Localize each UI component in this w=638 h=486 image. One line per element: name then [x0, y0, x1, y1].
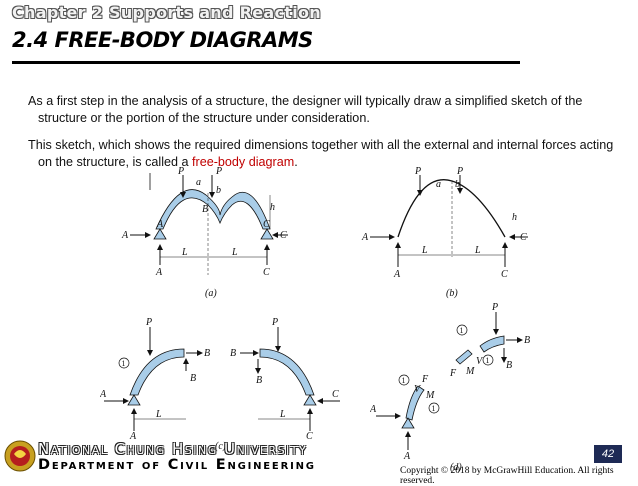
label-d-F2: F: [421, 374, 429, 385]
label-d-by: B: [506, 360, 512, 371]
chapter-heading: Chapter 2 Supports and Reaction: [12, 3, 321, 22]
label-A: A: [156, 219, 164, 230]
label-c-circ1: 1: [122, 359, 126, 368]
paragraph-1: As a first step in the analysis of a str…: [28, 94, 583, 125]
label-d-V: V: [476, 356, 484, 367]
label-d-bx: B: [524, 335, 530, 346]
label-L1: L: [181, 247, 188, 258]
label-c-p1: P: [145, 317, 152, 328]
label-c-by: B: [190, 373, 196, 384]
caption-b: (b): [446, 288, 458, 299]
label-b: b: [216, 185, 221, 196]
label-L2: L: [231, 247, 238, 258]
label-B: B: [202, 204, 208, 215]
label-b-h: h: [512, 212, 517, 223]
label-b-L1: L: [421, 245, 428, 256]
label-b-L2: L: [474, 245, 481, 256]
department-name: Department of Civil Engineering: [38, 457, 316, 473]
university-name: National Chung Hsing University: [38, 440, 308, 458]
label-c-p2: P: [271, 317, 278, 328]
label-b-cy: C: [501, 269, 508, 280]
figure-c: P P B B B B A C A C 1 L L: [100, 317, 340, 440]
label-c-L2: L: [279, 409, 286, 420]
label-c-cy: C: [306, 431, 313, 440]
figure-a: P P a b h B A C A C A C L L (a): [121, 166, 288, 299]
label-d-M2: M: [425, 390, 435, 401]
paragraph-2-end: .: [294, 155, 298, 169]
label-d-ax: A: [370, 404, 377, 415]
free-body-diagram-term: free-body diagram: [192, 155, 295, 169]
label-d-F: F: [449, 368, 457, 379]
label-b-cx: C: [520, 232, 527, 243]
label-c-by2: B: [256, 375, 262, 386]
label-c-bx2: B: [230, 348, 236, 359]
copyright-notice: Copyright © 2018 by McGrawHill Education…: [400, 466, 614, 486]
label-c-ax: A: [100, 389, 107, 400]
university-logo: [4, 440, 36, 472]
label-d-M: M: [465, 366, 475, 377]
caption-a: (a): [205, 288, 217, 299]
label-b-ax: A: [361, 232, 369, 243]
label-d-circ2: 1: [486, 356, 490, 365]
label-d-circ1: 1: [460, 326, 464, 335]
label-cy: C: [263, 267, 270, 278]
label-ay: A: [155, 267, 163, 278]
label-c-cx: C: [332, 389, 339, 400]
label-c-bx: B: [204, 348, 210, 359]
label-p1: P: [177, 166, 184, 177]
label-d-V2: V: [414, 384, 422, 395]
caption-d: (d): [450, 462, 462, 473]
paragraph-2-text: This sketch, which shows the required di…: [28, 138, 614, 169]
label-d-circ4: 1: [432, 404, 436, 413]
label-d-p1: P: [491, 302, 498, 313]
label-b-p1: P: [414, 166, 421, 177]
caption-c: (c): [215, 441, 227, 452]
label-cx: C: [280, 230, 287, 241]
label-p2: P: [215, 166, 222, 177]
label-a: a: [196, 177, 201, 188]
label-ax: A: [121, 230, 129, 241]
title-underline: [12, 61, 520, 64]
label-b-p2: P: [456, 166, 463, 177]
slide-title: 2.4 FREE-BODY DIAGRAMS: [12, 28, 313, 52]
label-c-L1: L: [155, 409, 162, 420]
figure-b: P P a b h A C A C L L (b): [361, 166, 528, 299]
label-b-a: a: [436, 179, 441, 190]
label-d-circ3: 1: [402, 376, 406, 385]
paragraph-2: This sketch, which shows the required di…: [28, 137, 620, 171]
label-b-ay: A: [393, 269, 401, 280]
label-d-ay: A: [403, 451, 411, 460]
label-c-ay: A: [129, 431, 137, 440]
label-b-b: b: [455, 179, 460, 190]
label-C: C: [263, 219, 270, 230]
figure-d: P B B F V M F V M A A 1 1 1 1: [370, 302, 530, 460]
page-number: 42: [594, 445, 622, 463]
label-h: h: [270, 202, 275, 213]
